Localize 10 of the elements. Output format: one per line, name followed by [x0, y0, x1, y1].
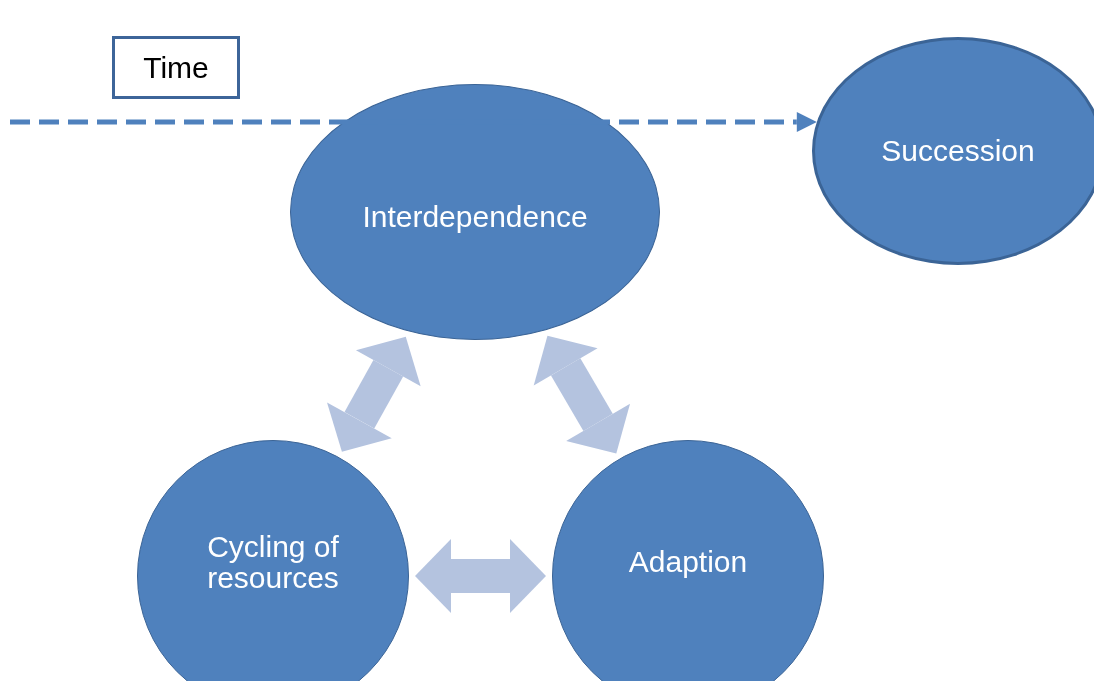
arrow — [10, 112, 817, 132]
double-arrow — [327, 336, 421, 452]
double-arrow — [533, 335, 631, 454]
node-label: Adaption — [628, 546, 748, 578]
node-label: Time — [143, 51, 209, 84]
node-label: Succession — [881, 135, 1035, 167]
node-label: Interdependence — [362, 201, 588, 233]
node-label: Cycling of resources — [206, 530, 340, 594]
label-box — [112, 36, 240, 99]
double-arrow — [415, 539, 546, 613]
